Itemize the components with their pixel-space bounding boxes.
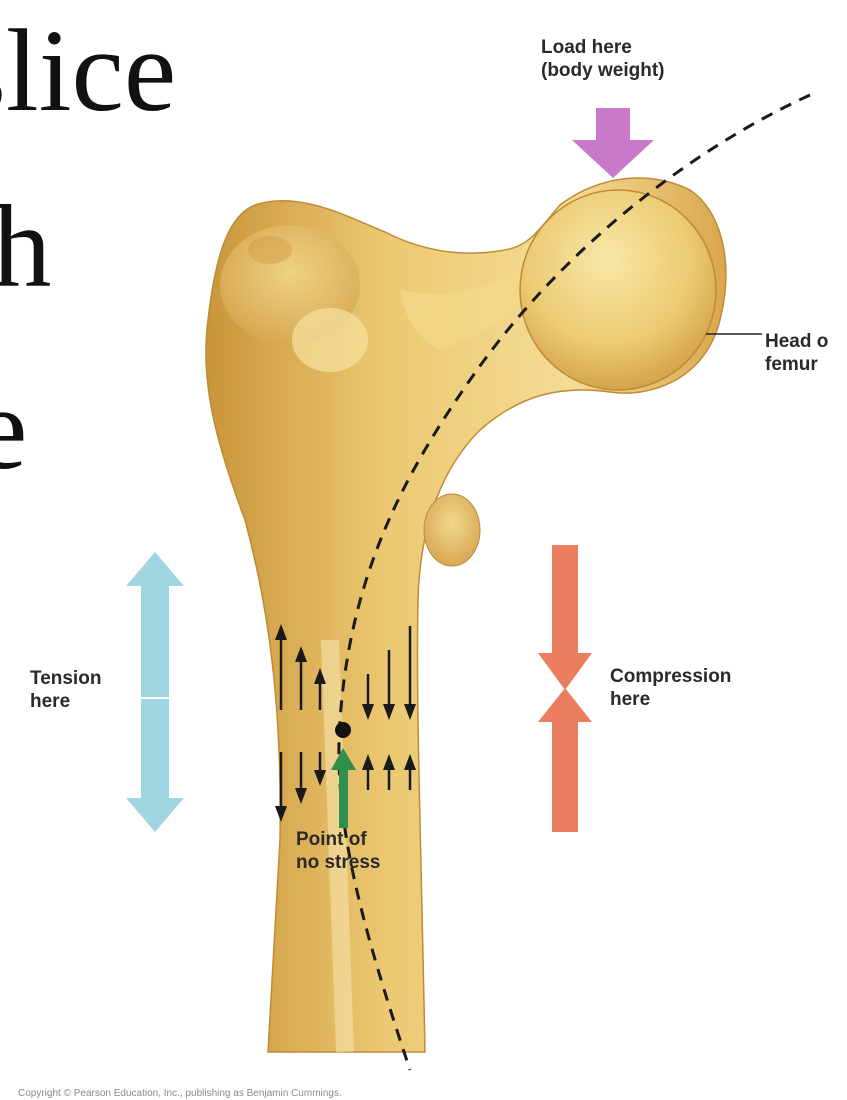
point-of-no-stress-label: Point of no stress bbox=[296, 828, 380, 874]
lesser-trochanter bbox=[424, 494, 480, 566]
head-of-femur-label: Head o femur bbox=[765, 330, 828, 376]
tension-arrow bbox=[126, 552, 184, 832]
load-label: Load here (body weight) bbox=[541, 36, 664, 82]
tension-label: Tension here bbox=[30, 667, 101, 713]
copyright-caption: Copyright © Pearson Education, Inc., pub… bbox=[18, 1088, 342, 1099]
compression-arrow bbox=[538, 545, 592, 832]
trochanter-shadow bbox=[248, 236, 292, 264]
load-arrow bbox=[572, 108, 654, 178]
neutral-point-dot bbox=[335, 722, 351, 738]
trochanter-highlight bbox=[292, 308, 368, 372]
femur-head bbox=[520, 190, 716, 390]
compression-label: Compression here bbox=[610, 665, 731, 711]
